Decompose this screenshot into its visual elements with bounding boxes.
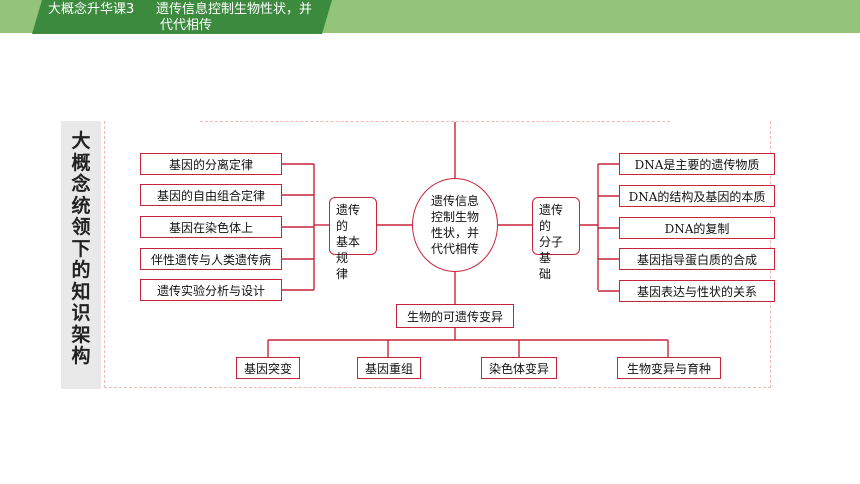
page-title: 遗传信息控制生物性状，并 代代相传 — [156, 2, 336, 34]
center-node-line: 代代相传 — [430, 242, 479, 256]
diagram-frame-top — [200, 121, 670, 122]
bottom-hub-node: 生物的可遗传变异 — [396, 304, 514, 328]
left-item-5: 遗传实验分析与设计 — [140, 279, 282, 301]
side-title-char: 识 — [71, 302, 91, 324]
right-hub-node: 遗传的 分子基 础 — [532, 197, 580, 281]
center-node-line: 控制生物 — [430, 210, 479, 224]
side-title-char: 的 — [71, 259, 91, 281]
side-title-char: 统 — [71, 194, 91, 217]
left-hub-line: 遗传的 — [336, 203, 361, 233]
side-panel — [61, 121, 101, 389]
left-hub-line: 律 — [336, 267, 349, 281]
page-title-line-1: 遗传信息控制生物性状，并 — [156, 2, 313, 17]
side-title: 大 概 念 统 领 下 的 知 识 架 构 — [61, 130, 101, 368]
left-hub-node: 遗传的 基本规 律 — [329, 197, 377, 281]
left-item-2: 基因的自由组合定律 — [140, 184, 282, 206]
bottom-item-2: 基因重组 — [357, 357, 421, 379]
bottom-item-1: 基因突变 — [236, 357, 300, 379]
right-hub-line: 遗传的 — [539, 203, 564, 233]
center-node-line: 性状，并 — [430, 226, 479, 240]
page-title-line-2: 代代相传 — [160, 18, 213, 33]
side-title-char: 架 — [71, 323, 91, 346]
side-title-char: 大 — [71, 130, 91, 152]
left-item-3: 基因在染色体上 — [140, 216, 282, 238]
side-title-char: 知 — [71, 280, 91, 303]
bottom-item-3: 染色体变异 — [481, 357, 557, 379]
right-item-2: DNA的结构及基因的本质 — [619, 185, 775, 207]
center-node-line: 遗传信息 — [430, 194, 479, 208]
center-node: 遗传信息 控制生物 性状，并 代代相传 — [412, 178, 498, 272]
side-title-char: 构 — [71, 345, 91, 367]
side-title-char: 下 — [71, 237, 91, 260]
side-title-char: 领 — [71, 216, 91, 238]
left-hub-line: 基本规 — [336, 235, 361, 265]
right-item-1: DNA是主要的遗传物质 — [619, 153, 775, 175]
header-tab — [32, 0, 332, 34]
left-item-4: 伴性遗传与人类遗传病 — [140, 248, 282, 270]
right-item-5: 基因表达与性状的关系 — [619, 280, 775, 302]
side-title-char: 念 — [71, 173, 91, 195]
left-item-1: 基因的分离定律 — [140, 153, 282, 175]
right-hub-line: 分子基 — [539, 235, 564, 265]
course-label: 大概念升华课3 — [48, 2, 135, 17]
right-hub-line: 础 — [539, 267, 552, 281]
side-title-char: 概 — [71, 151, 91, 174]
right-item-3: DNA的复制 — [619, 217, 775, 239]
right-item-4: 基因指导蛋白质的合成 — [619, 248, 775, 270]
bottom-item-4: 生物变异与育种 — [617, 357, 721, 379]
